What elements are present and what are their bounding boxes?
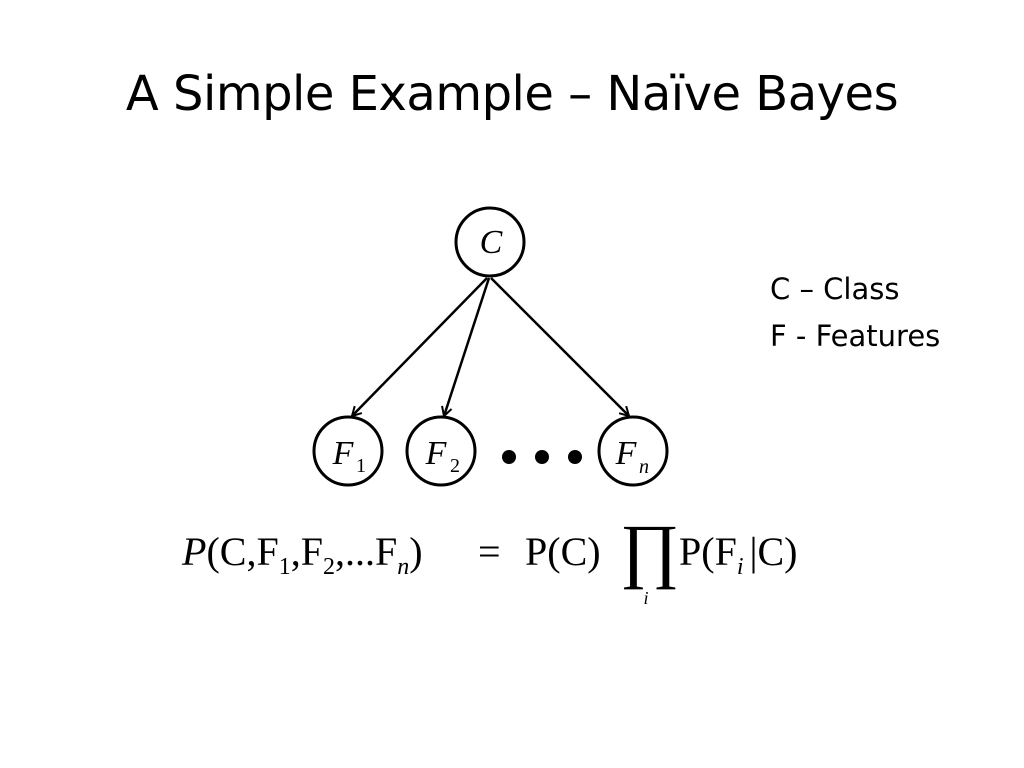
- formula-equals: =: [478, 529, 501, 574]
- formula-lhs-close: ): [409, 529, 422, 574]
- formula-rhs-p2: P(F: [679, 529, 737, 574]
- node-feature-n: F n: [597, 415, 669, 487]
- slide-title: A Simple Example – Naïve Bayes: [125, 66, 899, 122]
- node-feature-2: F 2: [405, 415, 477, 487]
- formula-lhs-sub2: 2: [323, 554, 335, 580]
- formula-lhs-sub1: 1: [279, 554, 291, 580]
- node-feature-2-name: F: [425, 435, 448, 472]
- node-feature-1-sub: 1: [356, 455, 366, 477]
- node-class-c: C: [454, 206, 526, 278]
- formula-lhs-p: P: [181, 529, 206, 574]
- formula-rhs-end: |C): [749, 529, 797, 574]
- node-feature-2-sub: 2: [450, 455, 460, 477]
- formula-lhs-mid2: ,...F: [335, 529, 397, 574]
- formula-lhs: P(C,F1,F2,...Fn): [181, 529, 423, 580]
- formula-rhs-sub-i: i: [737, 554, 744, 580]
- naive-bayes-formula: P(C,F1,F2,...Fn) = P(C) ∏ i P(Fi|C): [181, 510, 798, 608]
- formula-rhs-likelihood: P(Fi|C): [679, 529, 798, 580]
- node-feature-n-name: F: [615, 435, 638, 472]
- node-feature-1: F 1: [312, 415, 384, 487]
- edge-c-fn: [490, 277, 629, 416]
- ellipsis-dots: [502, 450, 582, 464]
- formula-lhs-subn: n: [397, 554, 409, 580]
- edge-c-f2: [444, 277, 491, 416]
- legend: C – Class F - Features: [770, 266, 940, 360]
- node-feature-n-sub: n: [639, 456, 649, 478]
- node-feature-1-name: F: [332, 435, 355, 472]
- formula-lhs-mid1: ,F: [291, 529, 323, 574]
- formula-rhs-prior: P(C): [525, 529, 601, 574]
- formula-lhs-open: (C,F: [206, 529, 278, 574]
- node-class-label: C: [480, 224, 503, 261]
- edge-c-f1: [352, 277, 488, 416]
- formula-product-index: i: [643, 588, 648, 608]
- formula-product-symbol: ∏: [620, 510, 679, 590]
- legend-features: F - Features: [770, 319, 941, 353]
- legend-class: C – Class: [770, 272, 900, 306]
